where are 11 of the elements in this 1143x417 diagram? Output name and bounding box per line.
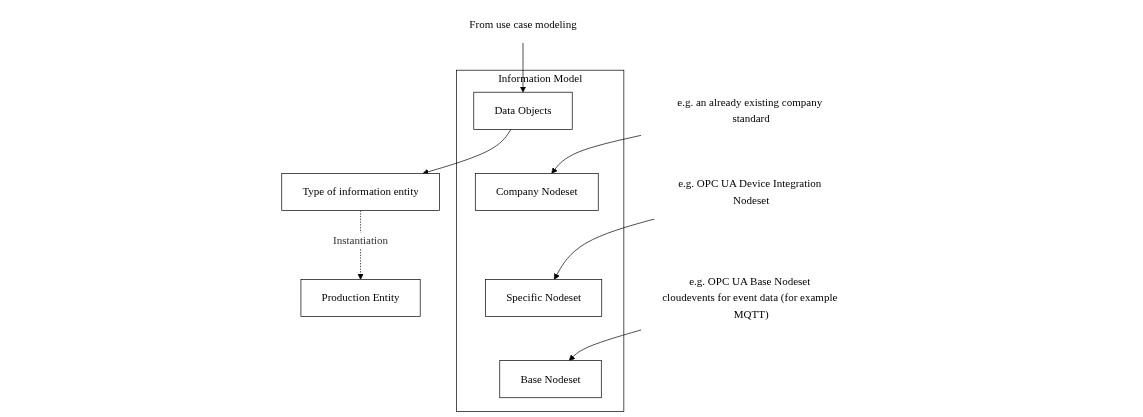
node-box: Company Nodeset [474, 173, 599, 211]
node-text: e.g. an already existing company standard [677, 96, 823, 125]
node-text: e.g. OPC UA Device Integration Nodeset [678, 177, 822, 206]
edge-label: Instantiation [333, 234, 389, 247]
node-text: e.g. OPC UA Base Nodeset cloudevents for event data (for example MQTT) [662, 275, 838, 320]
node-box: Specific Nodeset [485, 279, 603, 317]
node-box: Production Entity [300, 279, 421, 317]
node-box: Type of information entity [281, 173, 440, 211]
node-text: From use case modeling [469, 17, 577, 30]
node-box: Data Objects [473, 91, 573, 130]
node-box: Base Nodeset [499, 360, 602, 399]
